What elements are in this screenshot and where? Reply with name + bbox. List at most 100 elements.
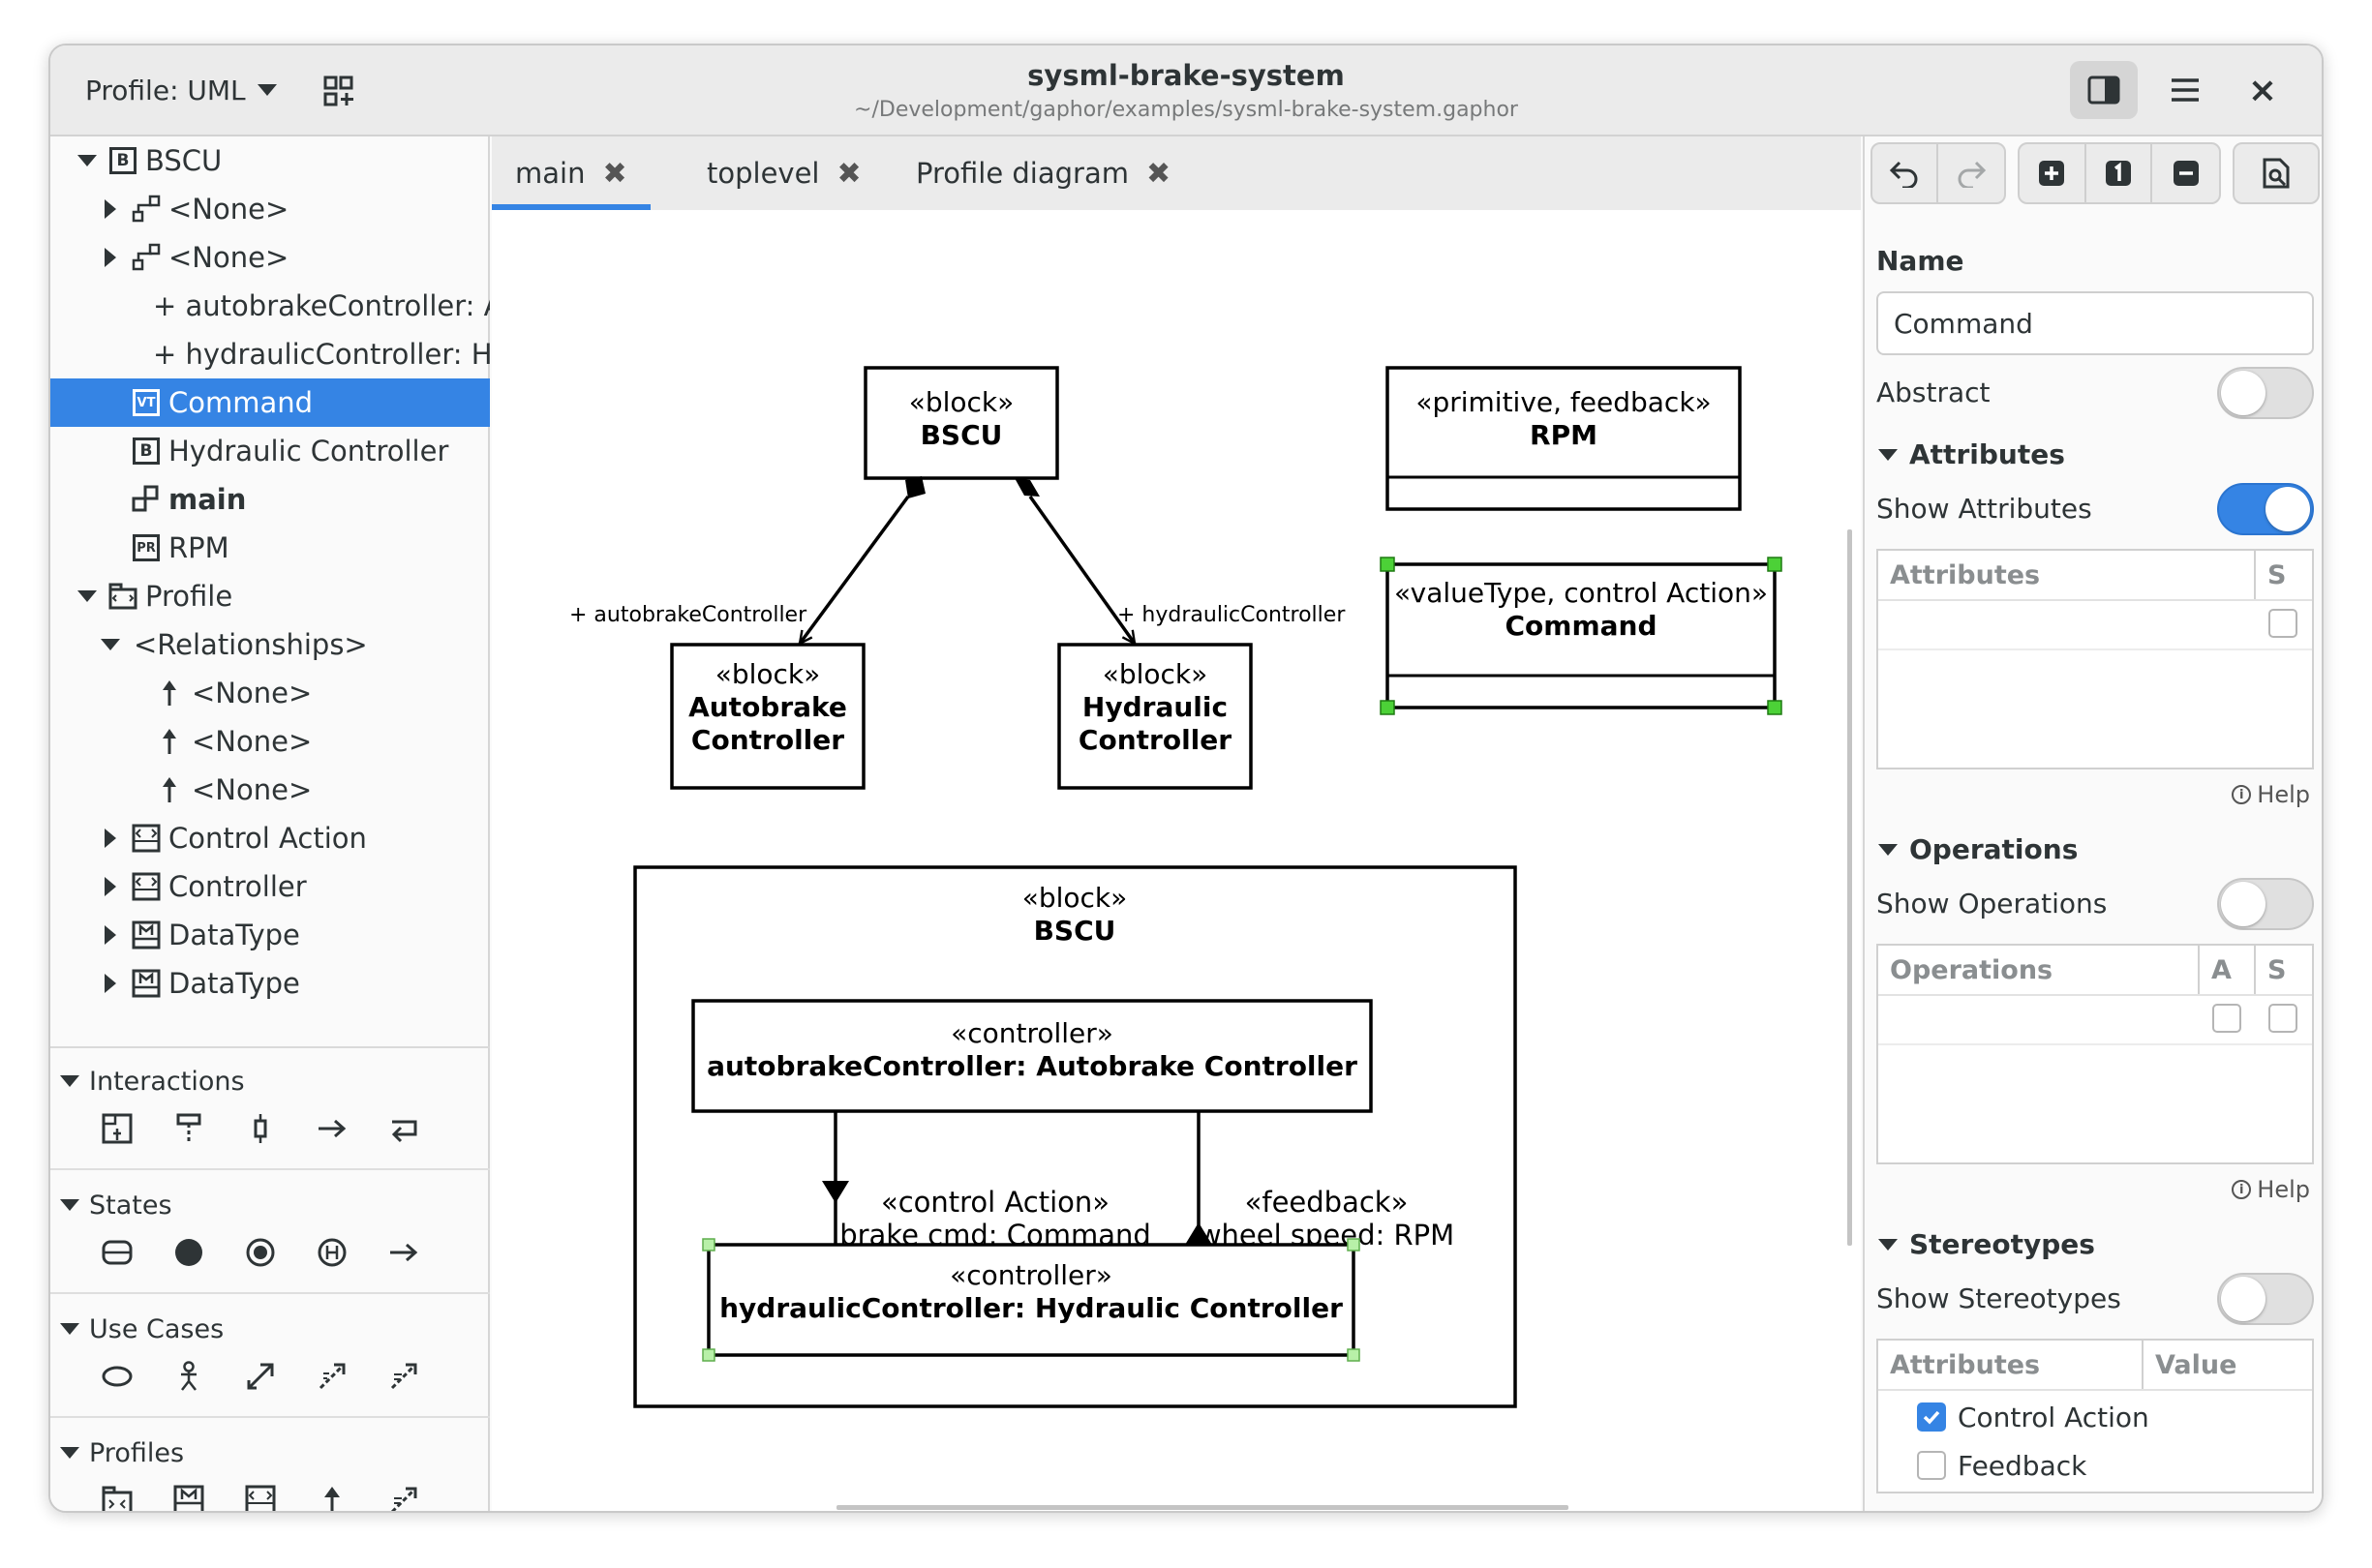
item-flow-feedback[interactable] bbox=[1185, 1111, 1212, 1245]
preview-button[interactable] bbox=[2233, 142, 2320, 204]
valuetype-command[interactable]: «valueType, control Action» Command bbox=[1380, 557, 1782, 715]
part-autobrake-controller[interactable]: «controller» autobrakeController: Autobr… bbox=[691, 999, 1373, 1113]
tree-item[interactable]: + hydraulicController: Hyc bbox=[50, 330, 490, 378]
expander-right-icon[interactable] bbox=[105, 974, 116, 993]
tree-item[interactable]: + autobrakeController: Au bbox=[50, 282, 490, 330]
column-header[interactable]: Attributes bbox=[1878, 1341, 2144, 1389]
stereotypes-section-header[interactable]: Stereotypes bbox=[1878, 1228, 2095, 1260]
expander-right-icon[interactable] bbox=[105, 829, 116, 848]
zoom-100-button[interactable] bbox=[2086, 144, 2153, 202]
interaction-tool[interactable] bbox=[95, 1106, 139, 1151]
selection-handle[interactable] bbox=[1347, 1348, 1360, 1362]
import-tool[interactable] bbox=[381, 1478, 426, 1511]
include-tool[interactable] bbox=[310, 1354, 354, 1399]
expander-right-icon[interactable] bbox=[105, 248, 116, 267]
block-hydraulic-controller[interactable]: «block» Hydraulic Controller bbox=[1057, 643, 1253, 790]
name-field[interactable]: Command bbox=[1876, 291, 2314, 355]
static-checkbox[interactable] bbox=[2268, 609, 2297, 638]
lifeline-tool[interactable] bbox=[167, 1106, 211, 1151]
extension-tool[interactable] bbox=[310, 1478, 354, 1511]
initial-state-tool[interactable] bbox=[167, 1230, 211, 1275]
stereotype-tool[interactable] bbox=[238, 1478, 283, 1511]
show-stereotypes-switch[interactable] bbox=[2217, 1273, 2314, 1325]
attributes-section-header[interactable]: Attributes bbox=[1878, 438, 2065, 470]
horizontal-scrollbar[interactable] bbox=[836, 1505, 1568, 1510]
tree-item[interactable]: <None> bbox=[50, 185, 490, 233]
toolbox-section-use-cases[interactable]: Use Cases bbox=[60, 1310, 224, 1348]
use-case-tool[interactable] bbox=[95, 1354, 139, 1399]
reflexive-message-tool[interactable] bbox=[381, 1106, 426, 1151]
zoom-in-button[interactable] bbox=[2020, 144, 2086, 202]
stereotype-checkbox[interactable] bbox=[1917, 1451, 1946, 1480]
close-tab-icon[interactable]: ✖ bbox=[602, 156, 627, 191]
actor-tool[interactable] bbox=[167, 1354, 211, 1399]
metaclass-tool[interactable] bbox=[167, 1478, 211, 1511]
block-bscu[interactable]: «block» BSCU bbox=[864, 366, 1059, 480]
expander-right-icon[interactable] bbox=[105, 199, 116, 219]
profile-tool[interactable] bbox=[95, 1478, 139, 1511]
transition-tool[interactable] bbox=[381, 1230, 426, 1275]
expander-down-icon[interactable] bbox=[77, 590, 97, 602]
tree-item[interactable]: <None> bbox=[50, 233, 490, 282]
vertical-scrollbar[interactable] bbox=[1847, 529, 1852, 1246]
message-tool[interactable] bbox=[310, 1106, 354, 1151]
expander-down-icon[interactable] bbox=[101, 639, 120, 650]
close-tab-icon[interactable]: ✖ bbox=[836, 156, 862, 191]
tree-item[interactable]: <Relationships> bbox=[50, 620, 490, 669]
tree-item[interactable]: <None> bbox=[50, 669, 490, 717]
abstract-checkbox[interactable] bbox=[2212, 1004, 2241, 1033]
redo-button[interactable] bbox=[1938, 144, 2004, 202]
abstract-switch[interactable] bbox=[2217, 367, 2314, 419]
expander-down-icon[interactable] bbox=[77, 155, 97, 166]
execution-spec-tool[interactable] bbox=[238, 1106, 283, 1151]
operations-section-header[interactable]: Operations bbox=[1878, 833, 2078, 865]
column-header[interactable]: Operations bbox=[1878, 946, 2200, 994]
stereotype-row-control-action[interactable]: Control Action bbox=[1917, 1395, 2149, 1439]
tab-main[interactable]: main ✖ bbox=[492, 136, 651, 210]
tree-item[interactable]: <None> bbox=[50, 717, 490, 766]
selection-handle[interactable] bbox=[1767, 557, 1782, 572]
diagram-canvas[interactable]: «block» BSCU + autobrakeController + hyd… bbox=[492, 210, 1861, 1513]
composition-association-hydraulic[interactable] bbox=[1015, 478, 1135, 644]
new-diagram-button[interactable] bbox=[314, 67, 364, 115]
show-operations-switch[interactable] bbox=[2217, 878, 2314, 930]
tree-item[interactable]: Profile bbox=[50, 572, 490, 620]
sidebar-toggle-button[interactable] bbox=[2070, 61, 2138, 119]
tab-profile-diagram[interactable]: Profile diagram ✖ bbox=[916, 136, 1171, 210]
selection-handle[interactable] bbox=[1380, 700, 1395, 715]
zoom-out-button[interactable] bbox=[2152, 144, 2219, 202]
item-flow-control-action[interactable] bbox=[822, 1111, 849, 1245]
tree-item[interactable]: main bbox=[50, 475, 490, 524]
selection-handle[interactable] bbox=[1347, 1238, 1360, 1251]
final-state-tool[interactable] bbox=[238, 1230, 283, 1275]
close-window-button[interactable]: × bbox=[2229, 61, 2296, 119]
tree-item[interactable]: DataType bbox=[50, 911, 490, 959]
stereotypes-table[interactable]: Attributes Value Control Action Feedback bbox=[1876, 1339, 2314, 1493]
stereotype-checkbox[interactable] bbox=[1917, 1402, 1946, 1432]
tree-item[interactable]: Control Action bbox=[50, 814, 490, 862]
selection-handle[interactable] bbox=[1380, 557, 1395, 572]
stereotype-row-feedback[interactable]: Feedback bbox=[1917, 1443, 2086, 1488]
operations-help-link[interactable]: i Help bbox=[2232, 1176, 2310, 1203]
tree-item[interactable]: Controller bbox=[50, 862, 490, 911]
attributes-help-link[interactable]: i Help bbox=[2232, 781, 2310, 808]
part-hydraulic-controller[interactable]: «controller» hydraulicController: Hydrau… bbox=[702, 1238, 1360, 1362]
show-attributes-switch[interactable] bbox=[2217, 483, 2314, 535]
primitive-rpm[interactable]: «primitive, feedback» RPM bbox=[1385, 366, 1742, 511]
column-header[interactable]: A bbox=[2200, 946, 2256, 994]
selection-handle[interactable] bbox=[702, 1238, 715, 1251]
toolbox-section-profiles[interactable]: Profiles bbox=[60, 1433, 184, 1472]
composition-association-autobrake[interactable] bbox=[800, 476, 926, 644]
tree-item[interactable]: <None> bbox=[50, 766, 490, 814]
column-header[interactable]: S bbox=[2267, 954, 2287, 985]
profile-dropdown[interactable]: Profile: UML bbox=[70, 67, 292, 113]
close-tab-icon[interactable]: ✖ bbox=[1145, 156, 1171, 191]
toolbox-section-interactions[interactable]: Interactions bbox=[60, 1062, 245, 1101]
operations-table[interactable]: Operations A S bbox=[1876, 944, 2314, 1164]
history-state-tool[interactable] bbox=[310, 1230, 354, 1275]
tree-item[interactable]: DataType bbox=[50, 959, 490, 1008]
column-header[interactable]: Value bbox=[2155, 1349, 2237, 1380]
